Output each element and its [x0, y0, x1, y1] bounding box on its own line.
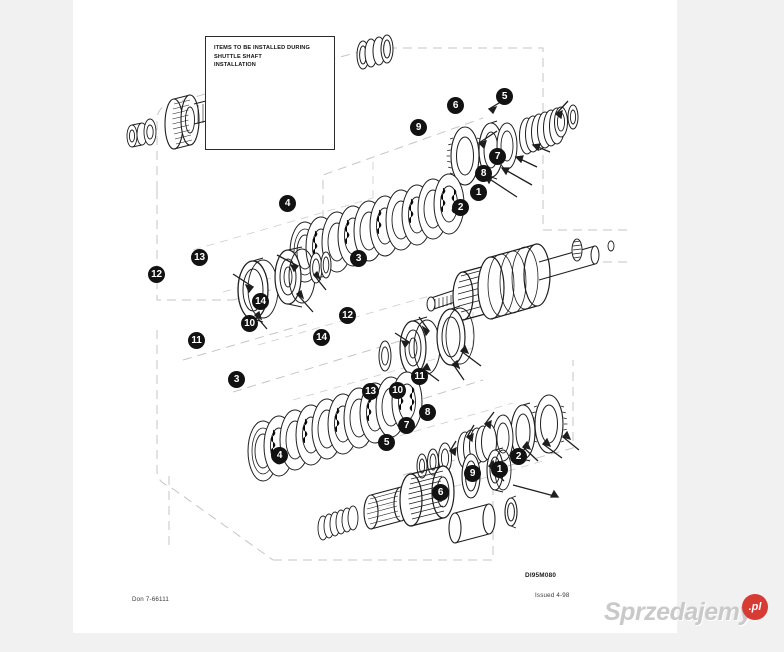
callout-4: 4: [271, 447, 288, 464]
callout-9: 9: [464, 465, 481, 482]
callout-4: 4: [279, 195, 296, 212]
issued-date: Issued 4-98: [535, 592, 570, 599]
parts-diagram-drawing: [126, 34, 633, 561]
inset-note-text: ITEMS TO BE INSTALLED DURING SHUTTLE SHA…: [214, 45, 310, 69]
callout-9: 9: [410, 119, 427, 136]
callout-8: 8: [419, 404, 436, 421]
callout-3: 3: [228, 371, 245, 388]
callout-12: 12: [339, 307, 356, 324]
callout-14: 14: [313, 329, 330, 346]
callout-7: 7: [398, 417, 415, 434]
footer-left-code: Don 7-66111: [132, 596, 170, 603]
callout-6: 6: [432, 484, 449, 501]
callout-10: 10: [389, 382, 406, 399]
callout-13: 13: [362, 383, 379, 400]
callout-14: 14: [252, 293, 269, 310]
callout-5: 5: [378, 434, 395, 451]
watermark-badge: .pl: [742, 594, 768, 620]
callout-2: 2: [452, 199, 469, 216]
inset-note-box: ITEMS TO BE INSTALLED DURING SHUTTLE SHA…: [205, 36, 335, 150]
callout-8: 8: [475, 165, 492, 182]
callout-6: 6: [447, 97, 464, 114]
callout-3: 3: [350, 250, 367, 267]
callout-1: 1: [470, 184, 487, 201]
callout-11: 11: [188, 332, 205, 349]
document-page: ITEMS TO BE INSTALLED DURING SHUTTLE SHA…: [73, 0, 677, 633]
callout-13: 13: [191, 249, 208, 266]
drawing-number: DI95M080: [525, 572, 557, 579]
callout-12: 12: [148, 266, 165, 283]
callout-7: 7: [489, 148, 506, 165]
callout-11: 11: [411, 368, 428, 385]
callout-10: 10: [241, 315, 258, 332]
callout-2: 2: [510, 448, 527, 465]
callout-1: 1: [491, 461, 508, 478]
callout-5: 5: [496, 88, 513, 105]
